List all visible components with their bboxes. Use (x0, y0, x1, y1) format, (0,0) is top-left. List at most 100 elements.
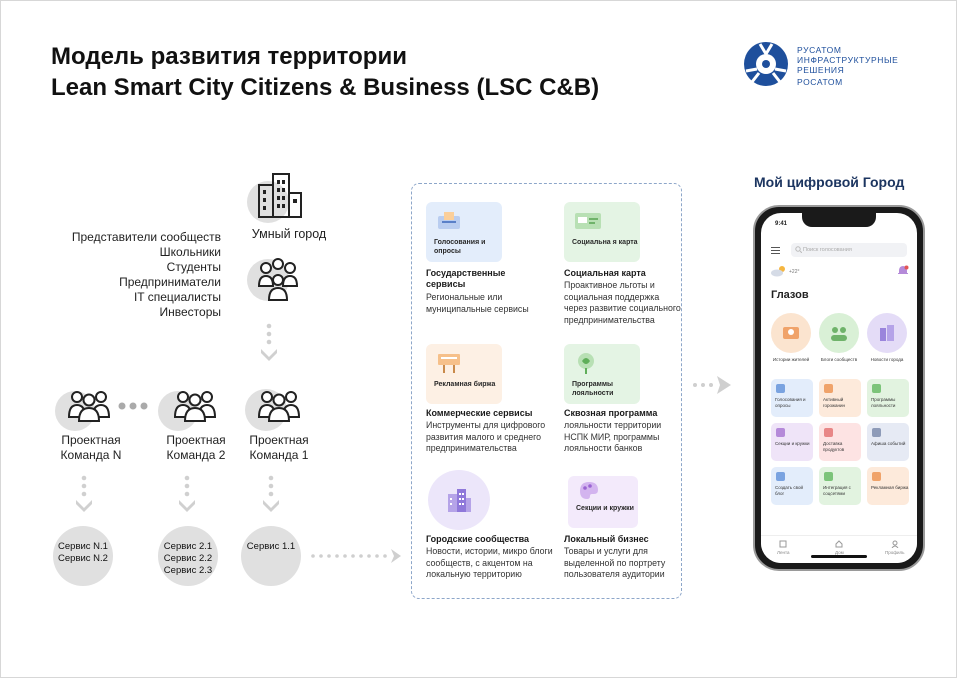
rep-item: IT специалисты (133, 290, 221, 304)
news-icon (880, 325, 894, 341)
service-item: Сервис 2.2 (163, 553, 213, 564)
rep-item: Студенты (166, 260, 221, 274)
people-group-icon (257, 258, 299, 301)
weather-icon (771, 266, 785, 277)
down-arrow-icon (263, 475, 279, 512)
services-2-circle (158, 526, 218, 586)
service-item: Сервис N.1 (58, 541, 108, 552)
rep-item: Предприниматели (119, 275, 221, 289)
home-indicator (811, 555, 867, 558)
logo-line-3: РЕШЕНИЯ (797, 65, 845, 75)
billboard-icon (438, 354, 460, 373)
card-voting: Голосования и опросы (426, 202, 502, 262)
services-1-list: Сервис 1.1 (241, 541, 301, 553)
logo-line-1: РУСАТОМ (797, 45, 842, 55)
big-item-label: Истории жителей (772, 357, 810, 362)
rep-item: Представители сообществ (71, 230, 221, 244)
team-1-icon (257, 391, 301, 422)
card-label: Социальна я карта (572, 239, 638, 246)
platform-panel: Голосования и опросы Государственные сер… (411, 183, 682, 599)
tile-label: Создать свой блог (775, 485, 803, 496)
phone-bottom-nav: Лента Дом Профиль (761, 535, 917, 563)
tile-label: Рекламная биржа (871, 485, 909, 490)
platform-title: Социальная карта (564, 268, 646, 278)
card-loyalty: Программы лояльности (564, 344, 640, 404)
services-2-list: Сервис 2.1 Сервис 2.2 Сервис 2.3 (158, 541, 218, 577)
tile-active-citizen[interactable]: Активный горожанин (819, 379, 861, 417)
team-2-label: Проектная Команда 2 (166, 433, 226, 462)
card-social: Социальна я карта (564, 202, 640, 262)
nav-label: Профиль (885, 550, 905, 555)
city-buildings-icon (258, 173, 302, 218)
tile-loyalty[interactable]: Программы лояльности (867, 379, 909, 417)
stories-icon (783, 327, 799, 339)
service-item: Сервис N.2 (58, 553, 108, 564)
weather-temp: +22° (789, 269, 800, 275)
big-item-blogs[interactable] (819, 313, 859, 353)
tile-create-blog[interactable]: Создать свой блог (771, 467, 813, 505)
platform-desc: Инструменты для цифрового развития малог… (426, 420, 546, 453)
tile-label: Активный горожанин (823, 397, 845, 408)
team-n-label: Проектная Команда N (60, 433, 122, 462)
phone-city-name: Глазов (771, 289, 809, 301)
title-line-2: Lean Smart City Citizens & Business (LSC… (51, 74, 600, 101)
phone-time: 9:41 (775, 221, 788, 227)
tile-label: Голосования и опросы (775, 397, 806, 408)
platform-title: Сквозная программа (564, 408, 658, 418)
feed-icon[interactable] (779, 540, 787, 548)
down-arrow-icon (261, 323, 277, 361)
logo-text: РУСАТОМ ИНФРАСТРУКТУРНЫЕ РЕШЕНИЯ РОСАТОМ (797, 45, 898, 87)
profile-icon[interactable] (891, 540, 899, 548)
tile-events[interactable]: Афиша событий (867, 423, 909, 461)
home-icon[interactable] (835, 540, 843, 548)
platform-title: Коммерческие сервисы (426, 408, 533, 418)
right-arrow-icon (311, 549, 401, 563)
platform-desc: Новости, истории, микро блоги сообществ,… (426, 546, 553, 579)
rep-item: Инвесторы (159, 305, 222, 319)
community-buildings-icon (448, 489, 471, 512)
ballot-icon (438, 212, 460, 229)
phone-search-input[interactable]: Поиск голосования (791, 243, 907, 257)
card-label: Голосования и опросы (434, 239, 486, 255)
card-label: Программы лояльности (572, 381, 614, 397)
rosatom-logo: РУСАТОМ ИНФРАСТРУКТУРНЫЕ РЕШЕНИЯ РОСАТОМ (743, 41, 913, 87)
atom-logo-icon (744, 42, 788, 86)
big-item-label: Новости города (870, 357, 904, 362)
platform-desc: Товары и услуги для выделенной по портре… (564, 546, 666, 579)
platform-title: Городские сообщества (426, 534, 530, 544)
tile-label: Программы лояльности (871, 397, 896, 408)
logo-line-4: РОСАТОМ (797, 77, 843, 87)
service-item: Сервис 2.3 (163, 565, 213, 576)
services-1-circle (241, 526, 301, 586)
right-arrow-icon (693, 376, 731, 394)
title-line-1: Модель развития территории (51, 43, 407, 70)
card-ads: Рекламная биржа (426, 344, 502, 404)
tile-delivery[interactable]: Доставка продуктов (819, 423, 861, 461)
tile-label: Доставка продуктов (823, 441, 845, 452)
service-item: Сервис 2.1 (163, 541, 213, 552)
ellipsis-icon (118, 402, 148, 410)
palette-icon (580, 482, 598, 499)
card-communities (428, 470, 490, 530)
smart-city-label: Умный город (251, 227, 327, 241)
tile-voting[interactable]: Голосования и опросы (771, 379, 813, 417)
platform-title: Локальный бизнес (564, 534, 649, 544)
social-card-icon (575, 213, 601, 229)
services-n-circle (53, 526, 113, 586)
tile-label: Афиша событий (871, 441, 906, 446)
tile-sections[interactable]: Секции и кружки (771, 423, 813, 461)
team-1-label: Проектная Команда 1 (249, 433, 309, 462)
menu-icon[interactable] (771, 247, 780, 254)
team-2-icon (173, 391, 217, 422)
notification-icon[interactable] (897, 265, 909, 277)
blogs-icon (831, 327, 847, 341)
tile-ads-exchange[interactable]: Рекламная биржа (867, 467, 909, 505)
tile-label: Секции и кружки (775, 441, 810, 446)
team-n-icon (67, 391, 111, 422)
down-arrow-icon (179, 475, 195, 512)
service-item: Сервис 1.1 (246, 541, 296, 552)
card-sections: Секции и кружки (568, 476, 638, 528)
tile-social-integration[interactable]: Интеграция с соцсетями (819, 467, 861, 505)
platform-desc: Проактивное льготы и социальная поддержк… (564, 280, 681, 325)
platform-title: Государственные сервисы (426, 268, 506, 289)
